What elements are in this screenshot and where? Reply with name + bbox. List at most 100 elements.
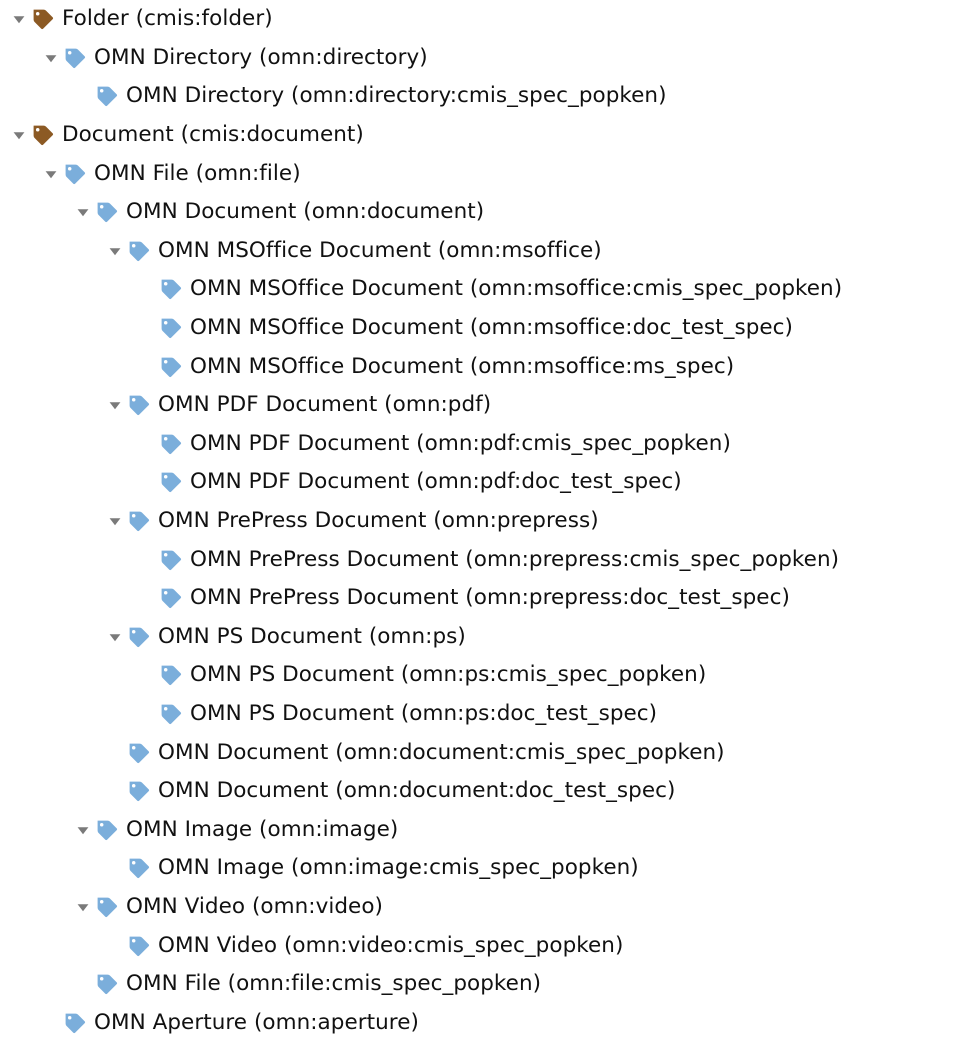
tree-indent-spacer (0, 559, 136, 560)
tree-indent-spacer (0, 636, 104, 637)
tag-icon (62, 1010, 88, 1036)
triangle-down-icon[interactable] (8, 8, 30, 30)
tree-indent-spacer (0, 675, 136, 676)
tree-row-label: OMN PS Document (omn:ps:doc_test_spec) (190, 700, 658, 726)
tree-row[interactable]: OMN PDF Document (omn:pdf:cmis_spec_popk… (0, 425, 954, 464)
tree-row[interactable]: OMN PrePress Document (omn:prepress:cmis… (0, 540, 954, 579)
tree-row[interactable]: OMN Image (omn:image) (0, 810, 954, 849)
tree-row-label: OMN PS Document (omn:ps) (158, 623, 466, 649)
tree-row[interactable]: OMN PrePress Document (omn:prepress) (0, 502, 954, 541)
tree-row-label: OMN PrePress Document (omn:prepress:cmis… (190, 546, 840, 572)
tree-indent-spacer (0, 945, 104, 946)
triangle-down-icon[interactable] (104, 626, 126, 648)
tree-indent-spacer (0, 984, 72, 985)
tree-indent-spacer (0, 57, 40, 58)
tree-row[interactable]: OMN Image (omn:image:cmis_spec_popken) (0, 849, 954, 888)
triangle-down-icon[interactable] (104, 510, 126, 532)
tree-indent-spacer (0, 328, 136, 329)
tree-row-label: OMN Directory (omn:directory) (94, 44, 428, 70)
tree-twisty-placeholder (72, 85, 94, 107)
tree-row-label: OMN Document (omn:document) (126, 199, 485, 225)
tree-indent-spacer (0, 868, 104, 869)
tag-icon (158, 315, 184, 341)
tree-row[interactable]: OMN Directory (omn:directory) (0, 39, 954, 78)
tree-twisty-placeholder (136, 356, 158, 378)
triangle-down-icon[interactable] (104, 240, 126, 262)
tag-icon (126, 624, 152, 650)
tag-icon (94, 971, 120, 997)
tree-row-label: OMN Document (omn:document:doc_test_spec… (158, 778, 676, 804)
tree-row[interactable]: OMN MSOffice Document (omn:msoffice:cmis… (0, 270, 954, 309)
tree-row[interactable]: OMN Document (omn:document:cmis_spec_pop… (0, 733, 954, 772)
tree-row[interactable]: OMN PDF Document (omn:pdf:doc_test_spec) (0, 463, 954, 502)
tree-row[interactable]: OMN PrePress Document (omn:prepress:doc_… (0, 579, 954, 618)
tree-row-label: OMN MSOffice Document (omn:msoffice:cmis… (190, 276, 843, 302)
triangle-down-icon[interactable] (8, 124, 30, 146)
tree-row-label: OMN PDF Document (omn:pdf:cmis_spec_popk… (190, 430, 731, 456)
tree-row-label: OMN Document (omn:document:cmis_spec_pop… (158, 739, 725, 765)
tree-row-label: OMN MSOffice Document (omn:msoffice) (158, 237, 602, 263)
triangle-down-icon[interactable] (72, 896, 94, 918)
tree-twisty-placeholder (40, 1012, 62, 1034)
tree-row[interactable]: OMN Directory (omn:directory:cmis_spec_p… (0, 77, 954, 116)
triangle-down-icon[interactable] (72, 819, 94, 841)
tree-twisty-placeholder (136, 703, 158, 725)
tree-row[interactable]: OMN PDF Document (omn:pdf) (0, 386, 954, 425)
tree-row[interactable]: OMN File (omn:file) (0, 154, 954, 193)
tree-twisty-placeholder (104, 780, 126, 802)
tree-row[interactable]: OMN Video (omn:video) (0, 888, 954, 927)
tag-icon (126, 238, 152, 264)
tree-indent-spacer (0, 250, 104, 251)
tree-row-label: OMN MSOffice Document (omn:msoffice:ms_s… (190, 353, 735, 379)
tag-icon (158, 354, 184, 380)
tree-twisty-placeholder (136, 549, 158, 571)
tree-indent-spacer (0, 173, 40, 174)
tree-indent-spacer (0, 752, 104, 753)
tree-row[interactable]: Document (cmis:document) (0, 116, 954, 155)
tree-indent-spacer (0, 96, 72, 97)
tree-indent-spacer (0, 135, 8, 136)
tree-row-label: OMN PDF Document (omn:pdf:doc_test_spec) (190, 469, 682, 495)
tree-row[interactable]: OMN Aperture (omn:aperture) (0, 1003, 954, 1042)
tree-row-label: OMN PrePress Document (omn:prepress:doc_… (190, 585, 790, 611)
tree-row-label: OMN Video (omn:video:cmis_spec_popken) (158, 932, 624, 958)
tag-icon (30, 6, 56, 32)
tree-row[interactable]: OMN MSOffice Document (omn:msoffice) (0, 232, 954, 271)
tree-row-label: OMN Image (omn:image) (126, 816, 399, 842)
triangle-down-icon[interactable] (72, 201, 94, 223)
tag-icon (30, 122, 56, 148)
tree-row[interactable]: Folder (cmis:folder) (0, 0, 954, 39)
tree-indent-spacer (0, 482, 136, 483)
tree-row[interactable]: OMN MSOffice Document (omn:msoffice:ms_s… (0, 347, 954, 386)
tag-icon (62, 45, 88, 71)
tree-indent-spacer (0, 443, 136, 444)
tree-row[interactable]: OMN PS Document (omn:ps) (0, 618, 954, 657)
tree-twisty-placeholder (136, 317, 158, 339)
tree-row[interactable]: OMN MSOffice Document (omn:msoffice:doc_… (0, 309, 954, 348)
tree-row[interactable]: OMN PS Document (omn:ps:doc_test_spec) (0, 695, 954, 734)
tree-indent-spacer (0, 1022, 40, 1023)
triangle-down-icon[interactable] (104, 394, 126, 416)
tree-indent-spacer (0, 713, 136, 714)
tree-row[interactable]: OMN Document (omn:document) (0, 193, 954, 232)
tree-indent-spacer (0, 791, 104, 792)
tree-indent-spacer (0, 405, 104, 406)
tag-icon (62, 161, 88, 187)
tree-row[interactable]: OMN PS Document (omn:ps:cmis_spec_popken… (0, 656, 954, 695)
tag-icon (158, 276, 184, 302)
tree-row[interactable]: OMN Document (omn:document:doc_test_spec… (0, 772, 954, 811)
tag-icon (158, 585, 184, 611)
tree-row[interactable]: OMN Video (omn:video:cmis_spec_popken) (0, 926, 954, 965)
tree-row-label: OMN Video (omn:video) (126, 893, 383, 919)
tag-icon (126, 855, 152, 881)
triangle-down-icon[interactable] (40, 47, 62, 69)
triangle-down-icon[interactable] (40, 163, 62, 185)
tree-row[interactable]: OMN File (omn:file:cmis_spec_popken) (0, 965, 954, 1004)
tree-row-label: OMN Directory (omn:directory:cmis_spec_p… (126, 83, 667, 109)
tree-row-label: OMN PrePress Document (omn:prepress) (158, 508, 599, 534)
tree-twisty-placeholder (136, 433, 158, 455)
tag-icon (126, 392, 152, 418)
tag-icon (94, 894, 120, 920)
tree-twisty-placeholder (136, 664, 158, 686)
